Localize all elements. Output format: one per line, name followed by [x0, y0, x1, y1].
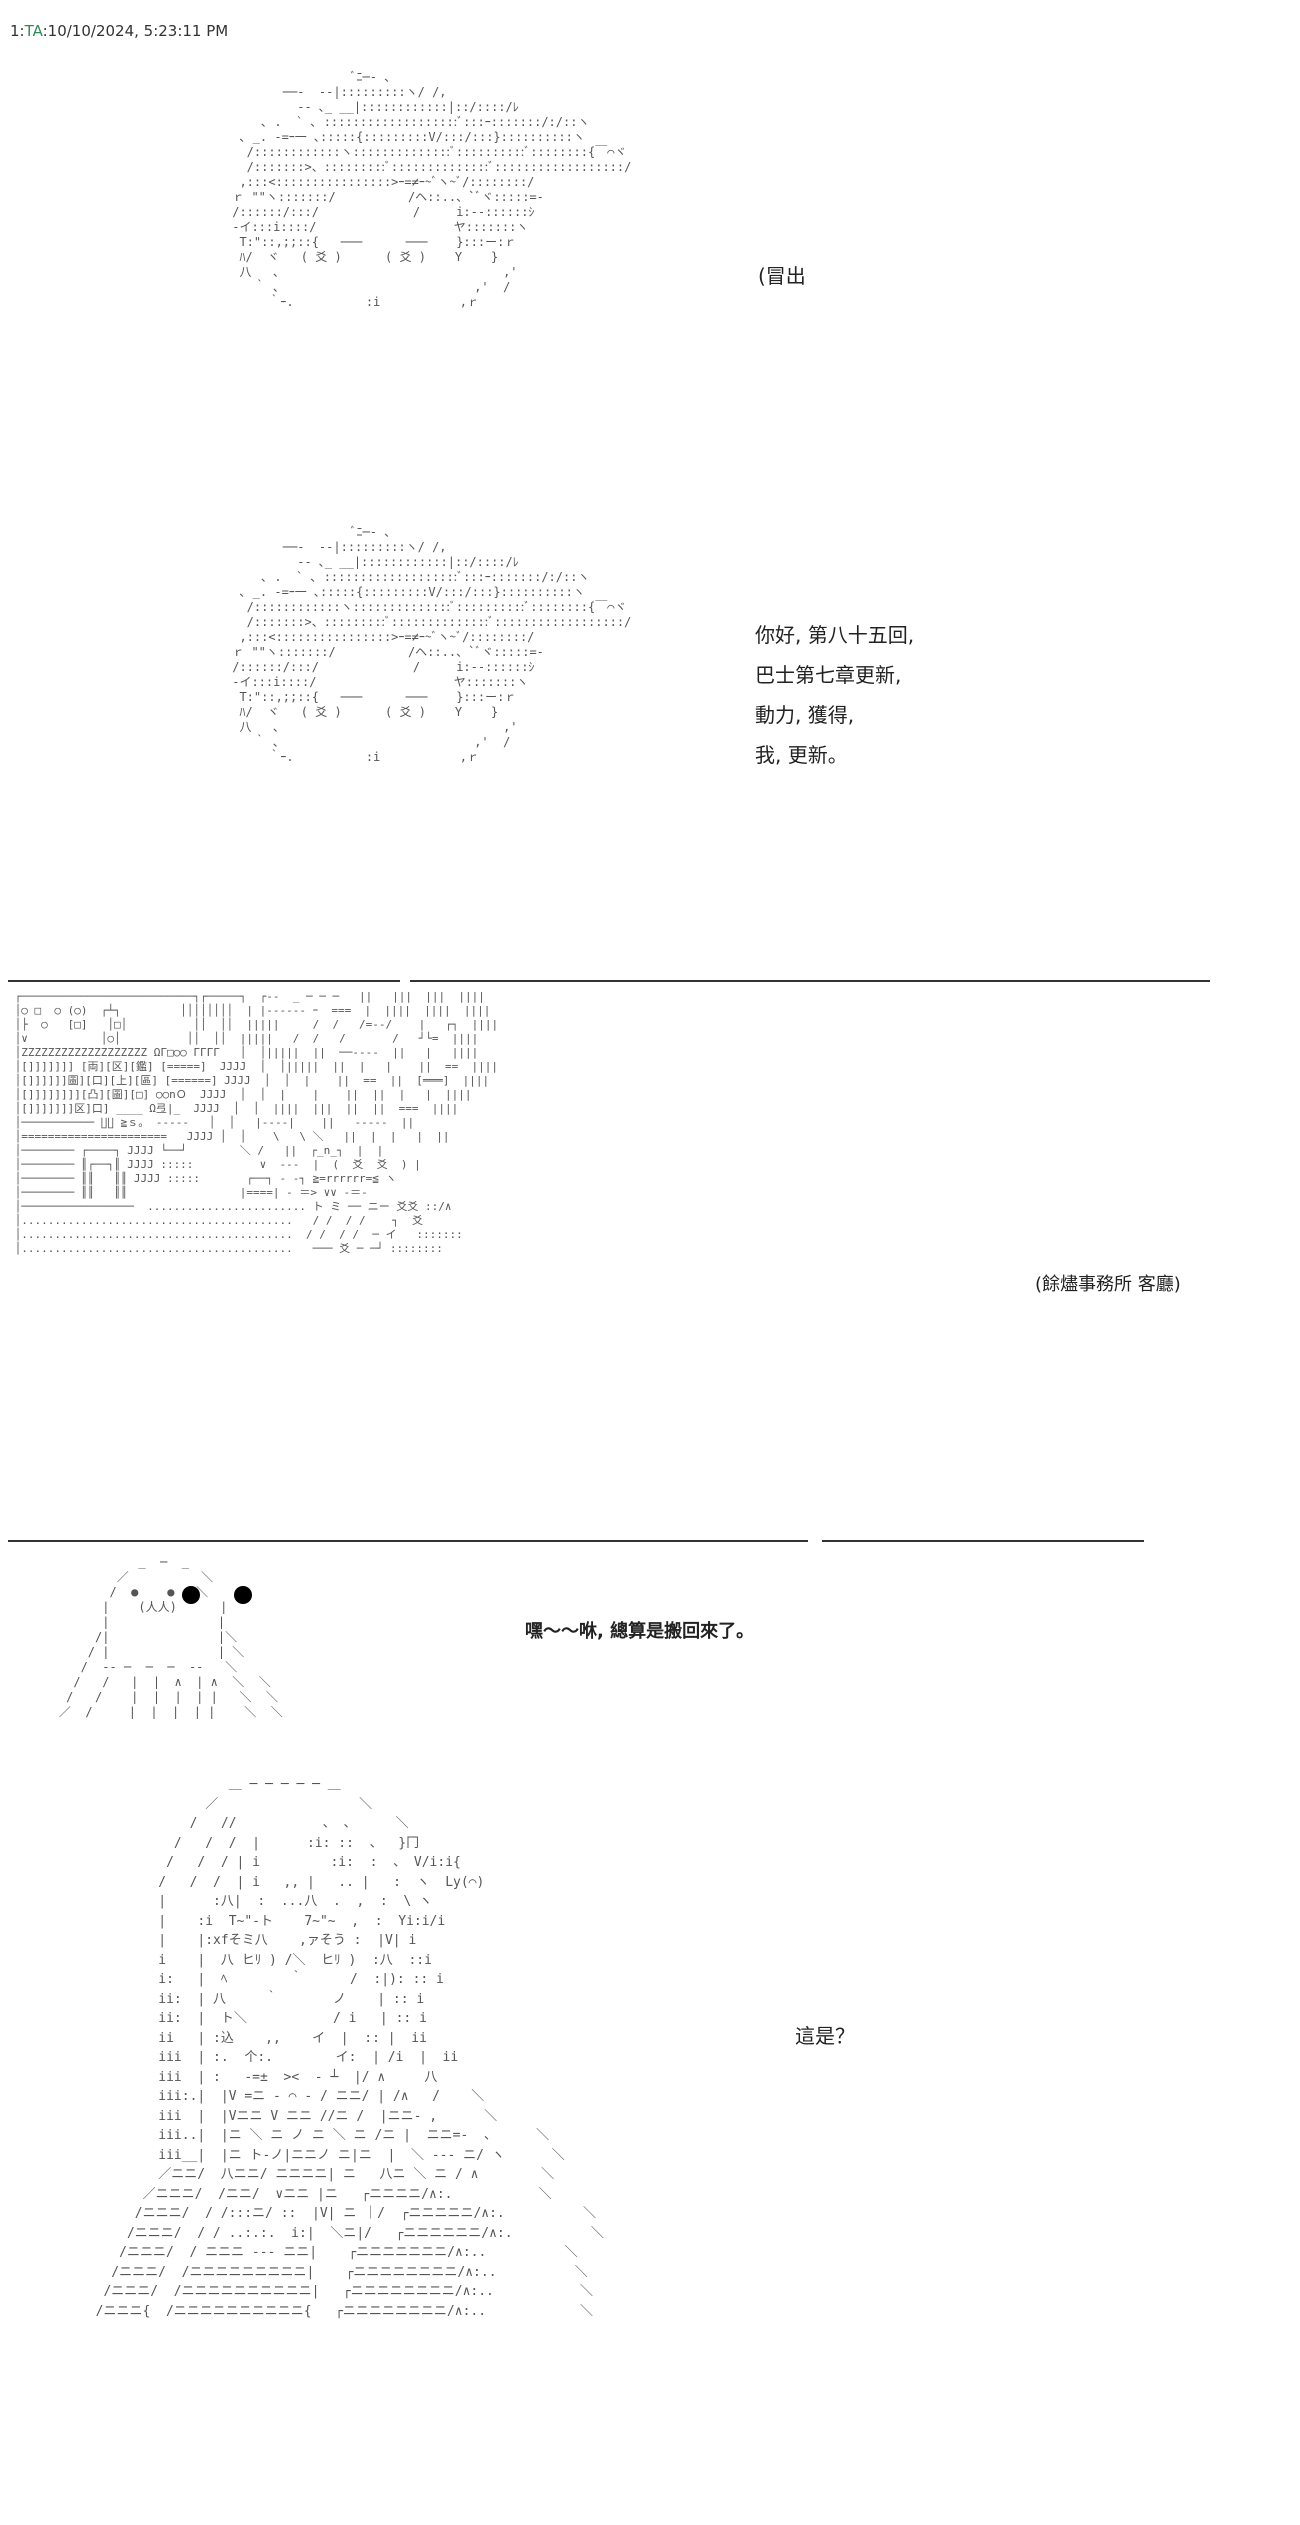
- panel-top-border-left: [8, 980, 400, 982]
- panel-2: ﾞﾆ─‐ 、 ──‐ -‐|:::::::::ヽ/ /, ‐‐ ､_ __|::…: [0, 515, 1300, 945]
- dialogue-text: 這是？: [795, 2024, 855, 2048]
- ascii-art-character-head: ﾞﾆ─‐ 、 ──‐ -‐|:::::::::ヽ/ /, ‐‐ ､_ __|::…: [232, 525, 632, 764]
- panel-1: ﾞﾆ─‐ 、 ──‐ -‐|:::::::::ヽ/ /, ‐‐ ､_ __|::…: [0, 60, 1300, 480]
- ascii-art-girl: ＿ ─ ─ ─ ─ ─ ＿ ／ ＼ / // 、 、 ＼ / / / | :i:…: [95, 1777, 604, 2319]
- post-number: 1:: [10, 22, 25, 40]
- creature-right-eye-icon: [234, 1586, 252, 1604]
- panel-4: _ ─ _ ／ ＼ / ● ● ＼ | (人人) | | | /| |＼ / |…: [0, 1545, 1300, 1760]
- ascii-art-room-scene: ┌──────────────────────────┐┌─────┐ ┌‐‐ …: [14, 990, 499, 1255]
- creature-left-eye-icon: [182, 1586, 200, 1604]
- dialogue-line: 動力, 獲得,: [755, 703, 855, 727]
- dialogue-line: 我, 更新。: [755, 743, 848, 767]
- panel-5: ＿ ─ ─ ─ ─ ─ ＿ ／ ＼ / // 、 、 ＼ / / / | :i:…: [0, 1770, 1300, 2525]
- panel-3: ┌──────────────────────────┐┌─────┐ ┌‐‐ …: [0, 960, 1300, 1542]
- panel-top-border-right: [410, 980, 1210, 982]
- poster-id: TA: [24, 22, 43, 40]
- creature-eyes: [182, 1586, 252, 1604]
- dialogue-block: 你好, 第八十五回, 巴士第七章更新, 動力, 獲得, 我, 更新。: [755, 615, 914, 775]
- panel-bottom-border-right: [822, 1540, 1144, 1542]
- post-timestamp: :10/10/2024, 5:23:11 PM: [42, 22, 229, 40]
- ascii-art-creature: _ ─ _ ／ ＼ / ● ● ＼ | (人人) | | | /| |＼ / |…: [58, 1555, 283, 1719]
- panel-bottom-border-left: [8, 1540, 808, 1542]
- location-caption: (餘燼事務所 客廳): [1035, 1274, 1181, 1295]
- dialogue-line: 你好, 第八十五回,: [755, 623, 915, 647]
- dialogue-text: 嘿～～咻, 總算是搬回來了。: [525, 1621, 755, 1642]
- ascii-art-character-head: ﾞﾆ─‐ 、 ──‐ -‐|:::::::::ヽ/ /, ‐‐ ､_ __|::…: [232, 70, 632, 309]
- dialogue-text: (冒出: [758, 264, 806, 288]
- post-header: 1:TA:10/10/2024, 5:23:11 PM: [10, 22, 228, 40]
- dialogue-line: 巴士第七章更新,: [755, 663, 902, 687]
